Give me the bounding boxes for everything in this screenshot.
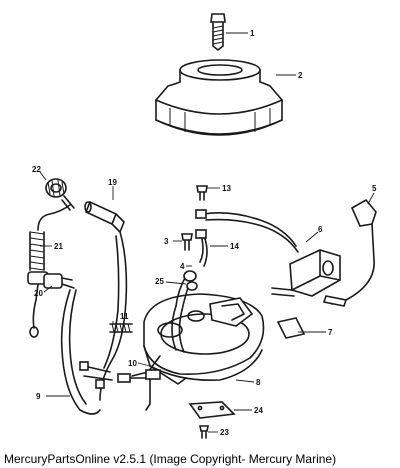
callout-13: 13 bbox=[222, 184, 231, 193]
image-caption: MercuryPartsOnline v2.5.1 (Image Copyrig… bbox=[4, 452, 337, 466]
part-13-screw bbox=[196, 185, 208, 201]
callout-10: 10 bbox=[128, 359, 137, 368]
callout-11: 11 bbox=[120, 312, 129, 321]
callout-19: 19 bbox=[108, 178, 117, 187]
part-22-cap bbox=[45, 178, 75, 211]
part-11-stud bbox=[109, 323, 133, 333]
callout-numbers: 1 2 3 4 5 6 7 8 9 10 11 13 14 19 20 21 2… bbox=[32, 29, 377, 437]
callout-21: 21 bbox=[54, 242, 63, 251]
part-1-bolt bbox=[210, 13, 226, 51]
callout-23: 23 bbox=[220, 428, 229, 437]
part-19-connector bbox=[84, 200, 125, 233]
callout-22: 22 bbox=[32, 165, 41, 174]
callout-3: 3 bbox=[164, 237, 169, 246]
part-21-lanyard bbox=[27, 204, 71, 338]
part-8-stator-plate bbox=[131, 270, 265, 385]
part-5-spark-lead bbox=[331, 198, 377, 305]
leader-lines bbox=[39, 32, 375, 433]
callout-7: 7 bbox=[328, 328, 333, 337]
callout-8: 8 bbox=[256, 378, 261, 387]
part-3-screw bbox=[181, 233, 193, 251]
callout-6: 6 bbox=[318, 225, 323, 234]
callout-9: 9 bbox=[36, 392, 41, 401]
part-23-screw bbox=[199, 425, 209, 439]
callout-1: 1 bbox=[250, 29, 255, 38]
part-2-flywheel bbox=[155, 59, 283, 136]
wires-14 bbox=[195, 209, 299, 267]
callout-4: 4 bbox=[180, 262, 185, 271]
wire-harness-left bbox=[60, 231, 151, 415]
part-7-key bbox=[276, 317, 306, 339]
part-20-switch bbox=[43, 273, 75, 289]
callout-24: 24 bbox=[254, 406, 263, 415]
callout-14: 14 bbox=[230, 242, 239, 251]
callout-25: 25 bbox=[155, 277, 164, 286]
part-6-coil bbox=[271, 249, 348, 307]
callout-20: 20 bbox=[34, 289, 43, 298]
callout-5: 5 bbox=[372, 184, 377, 193]
part-24-plate bbox=[188, 401, 236, 419]
callout-2: 2 bbox=[298, 71, 303, 80]
